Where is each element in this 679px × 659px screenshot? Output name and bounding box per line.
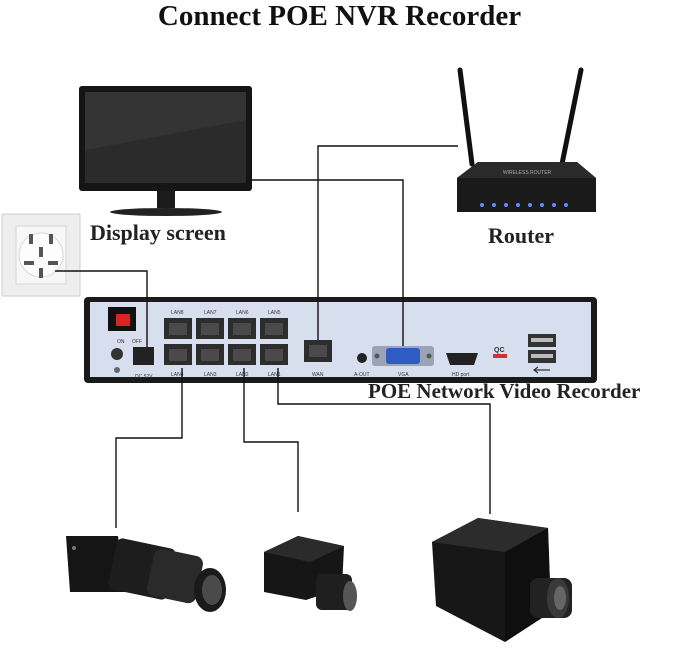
audio-out-jack: [357, 353, 367, 363]
antenna-left: [457, 67, 475, 167]
wire-camera-1: [115, 368, 183, 528]
lan8-label: LAN8: [171, 310, 184, 316]
lan2-label: LAN2: [236, 372, 249, 378]
nvr-recorder: ON OFF DC 52V LAN8 LAN7 LAN6 LAN5: [84, 297, 597, 383]
wire-camera-3: [277, 368, 491, 514]
camera-zoom: [66, 536, 226, 612]
router: WIRELESS ROUTER: [457, 67, 596, 212]
wire-vga-display: [250, 179, 404, 346]
lan4-label: LAN4: [171, 372, 184, 378]
vga-label: VGA: [398, 372, 409, 378]
lan3-label: LAN3: [204, 372, 217, 378]
power-jack: [111, 348, 123, 360]
off-label: OFF: [132, 339, 142, 345]
wire-wan-router: [317, 145, 458, 340]
lan7-label: LAN7: [204, 310, 217, 316]
usb-icon: [528, 334, 556, 374]
on-label: ON: [117, 339, 125, 345]
lan6-label: LAN6: [236, 310, 249, 316]
power-switch-icon: [108, 307, 136, 331]
antenna-right: [559, 67, 584, 167]
router-label: Router: [488, 223, 554, 248]
dc-label: DC 52V: [135, 374, 153, 380]
router-leds: [480, 203, 568, 207]
power-socket-icon: [1, 213, 81, 297]
wan-label: WAN: [312, 372, 324, 378]
display-screen: [79, 86, 252, 216]
wire-power: [55, 270, 148, 347]
aout-label: A-OUT: [354, 372, 370, 378]
lan5-label: LAN5: [268, 310, 281, 316]
qc-label: QC: [494, 347, 505, 354]
diagram-title: Connect POE NVR Recorder: [157, 0, 522, 32]
dc-input: [133, 347, 154, 365]
lan1-label: LAN1: [268, 372, 281, 378]
camera-mini: [264, 536, 357, 611]
camera-box: [432, 518, 572, 642]
wire-camera-2: [243, 368, 299, 512]
nvr-label: POE Network Video Recorder: [368, 379, 641, 403]
display-screen-label: Display screen: [90, 220, 226, 245]
hd-label: HD port: [452, 372, 470, 378]
router-brand: WIRELESS ROUTER: [503, 170, 552, 176]
wires: [55, 145, 491, 528]
hd-port: [446, 353, 478, 365]
